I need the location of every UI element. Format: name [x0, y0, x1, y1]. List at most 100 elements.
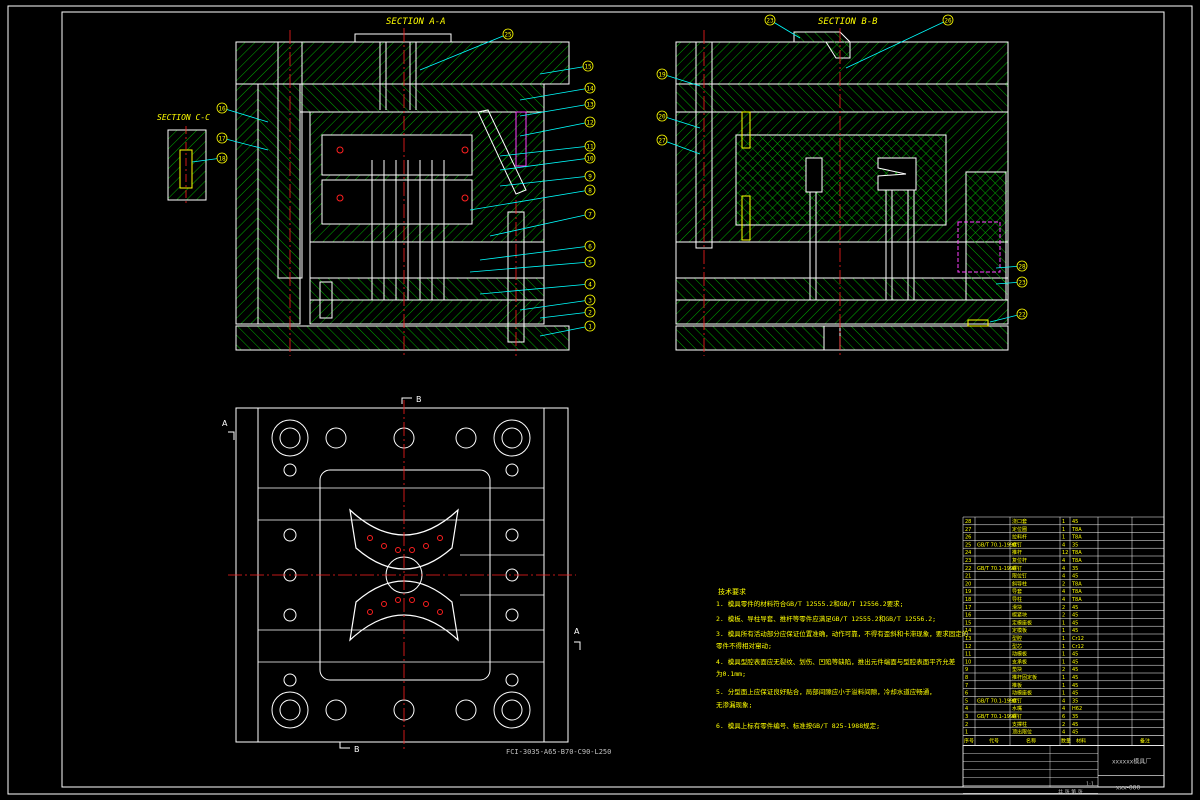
balloon-bb [656, 110, 668, 122]
svg-text:代号: 代号 [989, 737, 999, 744]
balloon-aa [584, 294, 596, 306]
balloon-aa [502, 28, 514, 40]
balloon-aa [582, 60, 594, 72]
balloon-aa-label: 13 [586, 102, 594, 109]
svg-text:26: 26 [965, 535, 971, 541]
inner-border [61, 11, 1165, 788]
balloon-aa-label: 1 [588, 324, 592, 331]
svg-text:1: 1 [1062, 620, 1065, 626]
svg-text:4: 4 [1062, 597, 1065, 603]
svg-text:4: 4 [1062, 574, 1065, 580]
svg-text:4: 4 [1062, 558, 1065, 564]
svg-text:水嘴: 水嘴 [1012, 705, 1022, 712]
svg-text:45: 45 [1072, 659, 1078, 665]
svg-text:1: 1 [1062, 628, 1065, 634]
a-plate [299, 83, 545, 113]
svg-text:35: 35 [1072, 698, 1078, 704]
svg-text:1: 1 [1062, 675, 1065, 681]
svg-text:拉料杆: 拉料杆 [1012, 534, 1027, 541]
balloon-aa-label: 25 [504, 32, 512, 39]
svg-text:B: B [354, 745, 360, 754]
svg-text:45: 45 [1072, 667, 1078, 673]
svg-text:动模座板: 动模座板 [1012, 690, 1032, 697]
svg-text:1: 1 [965, 730, 968, 736]
balloon-aa [584, 306, 596, 318]
balloon-aa-label: 12 [586, 120, 594, 127]
svg-text:H62: H62 [1072, 706, 1082, 712]
balloon-aa-label: 6 [588, 244, 592, 251]
ejector-retainer-plate [309, 277, 545, 301]
bom-header: 序号代号名称数量材料备注 [964, 737, 1150, 744]
balloon-aa-label: 7 [588, 212, 592, 219]
svg-text:Cr12: Cr12 [1072, 636, 1084, 642]
balloon-bb [1016, 308, 1028, 320]
svg-text:28: 28 [965, 519, 971, 525]
svg-text:4: 4 [1062, 706, 1065, 712]
svg-text:型芯: 型芯 [1012, 643, 1022, 650]
balloon-bb-label: 27 [658, 138, 666, 145]
notes-heading: 技术要求 [718, 587, 746, 596]
svg-text:25: 25 [965, 542, 971, 548]
balloon-aa-label: 8 [588, 188, 592, 195]
svg-text:45: 45 [1072, 675, 1078, 681]
svg-text:9: 9 [965, 667, 968, 673]
technical-notes: 技术要求 1. 模具零件的材料符合GB/T 12555.2和GB/T 12556… [716, 587, 969, 730]
svg-text:35: 35 [1072, 566, 1078, 572]
balloon-aa [584, 116, 596, 128]
balloon-aa-label: 10 [586, 156, 594, 163]
plan-view: B B A A FCI-3035-A65-B70-C90-L250 [222, 395, 611, 756]
balloon-aa-label: 16 [218, 106, 226, 113]
svg-text:顶出限位: 顶出限位 [1012, 729, 1032, 736]
svg-text:4: 4 [1062, 698, 1065, 704]
svg-text:限位钉: 限位钉 [1012, 573, 1027, 580]
svg-text:19: 19 [965, 589, 971, 595]
svg-text:动模板: 动模板 [1012, 651, 1027, 658]
svg-text:35: 35 [1072, 542, 1078, 548]
balloon-bb [656, 134, 668, 146]
svg-text:支撑柱: 支撑柱 [1012, 721, 1027, 728]
svg-text:浇口套: 浇口套 [1012, 518, 1027, 525]
section-aa-title: SECTION A-A [386, 17, 446, 27]
angle-pin [477, 109, 527, 195]
balloon-aa [584, 184, 596, 196]
svg-text:1: 1 [1062, 519, 1065, 525]
balloon-aa-label: 15 [584, 64, 592, 71]
svg-text:A: A [574, 627, 580, 636]
guide-pillars-plan [271, 419, 531, 729]
drawing-number: xxx-000 [1116, 784, 1140, 791]
balloon-bb [942, 14, 954, 26]
svg-text:1: 1 [1062, 527, 1065, 533]
svg-text:导柱: 导柱 [1012, 596, 1022, 603]
svg-text:T8A: T8A [1071, 558, 1082, 564]
svg-text:螺钉: 螺钉 [1012, 541, 1022, 548]
balloon-bb [1016, 260, 1028, 272]
svg-text:T8A: T8A [1071, 589, 1082, 595]
svg-text:螺钉: 螺钉 [1012, 697, 1022, 704]
note-line: 2. 模板、导柱导套、推杆等零件应满足GB/T 12555.2和GB/T 125… [716, 614, 936, 623]
svg-text:2: 2 [1062, 605, 1065, 611]
svg-text:7: 7 [965, 683, 968, 689]
screw-magenta [515, 111, 527, 167]
svg-text:GB/T 70.1-1990: GB/T 70.1-1990 [977, 566, 1016, 572]
svg-text:45: 45 [1072, 628, 1078, 634]
svg-text:45: 45 [1072, 730, 1078, 736]
svg-text:A: A [222, 419, 228, 428]
svg-text:4: 4 [965, 706, 968, 712]
balloon-bb-label: 26 [944, 18, 952, 25]
balloon-aa [216, 152, 228, 164]
balloon-aa [216, 132, 228, 144]
balloon-aa [584, 320, 596, 332]
bom-row: 4 水嘴 4 H62 [965, 705, 1082, 712]
